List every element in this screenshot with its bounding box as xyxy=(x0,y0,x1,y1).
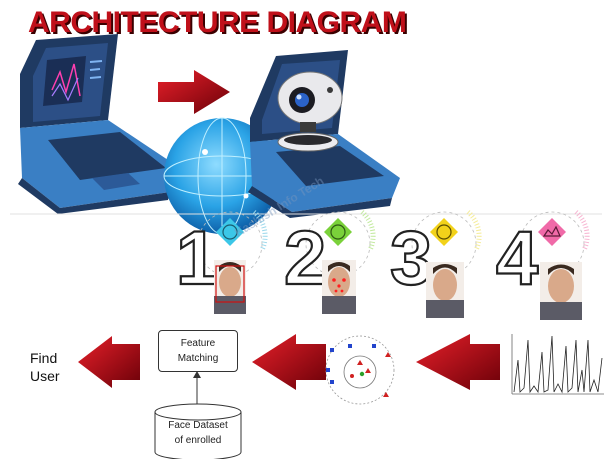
face-photo-1 xyxy=(214,260,246,314)
face-photo-3 xyxy=(426,262,464,318)
arrow-left-icon xyxy=(78,336,140,388)
diagram-title: ARCHITECTURE DIAGRAM xyxy=(28,6,407,39)
left-laptop-icon xyxy=(18,34,180,214)
arrow-up-icon xyxy=(193,371,201,378)
feature-matching-box: Feature Matching xyxy=(158,330,238,372)
feature-matching-label: Feature Matching xyxy=(177,338,219,364)
arrow-left-icon xyxy=(416,334,500,390)
feature-signal-icon xyxy=(508,330,604,398)
step-3-number: 3 xyxy=(390,216,432,301)
face-dataset-label: Face Dataset of enrolled xyxy=(168,420,228,446)
arrow-right-icon xyxy=(158,70,230,114)
classification-cluster-icon xyxy=(325,335,395,405)
face-photo-2 xyxy=(322,260,356,314)
database-icon xyxy=(154,403,242,459)
face-photo-4 xyxy=(540,262,582,320)
webcam-icon xyxy=(277,71,343,152)
step-2-icon xyxy=(305,210,376,277)
find-user-label: Find User xyxy=(30,350,60,384)
step-1-number: 1 xyxy=(176,216,218,301)
step-2-number: 2 xyxy=(284,216,326,301)
step-4-number: 4 xyxy=(496,216,538,301)
arrow-left-icon xyxy=(252,334,326,390)
